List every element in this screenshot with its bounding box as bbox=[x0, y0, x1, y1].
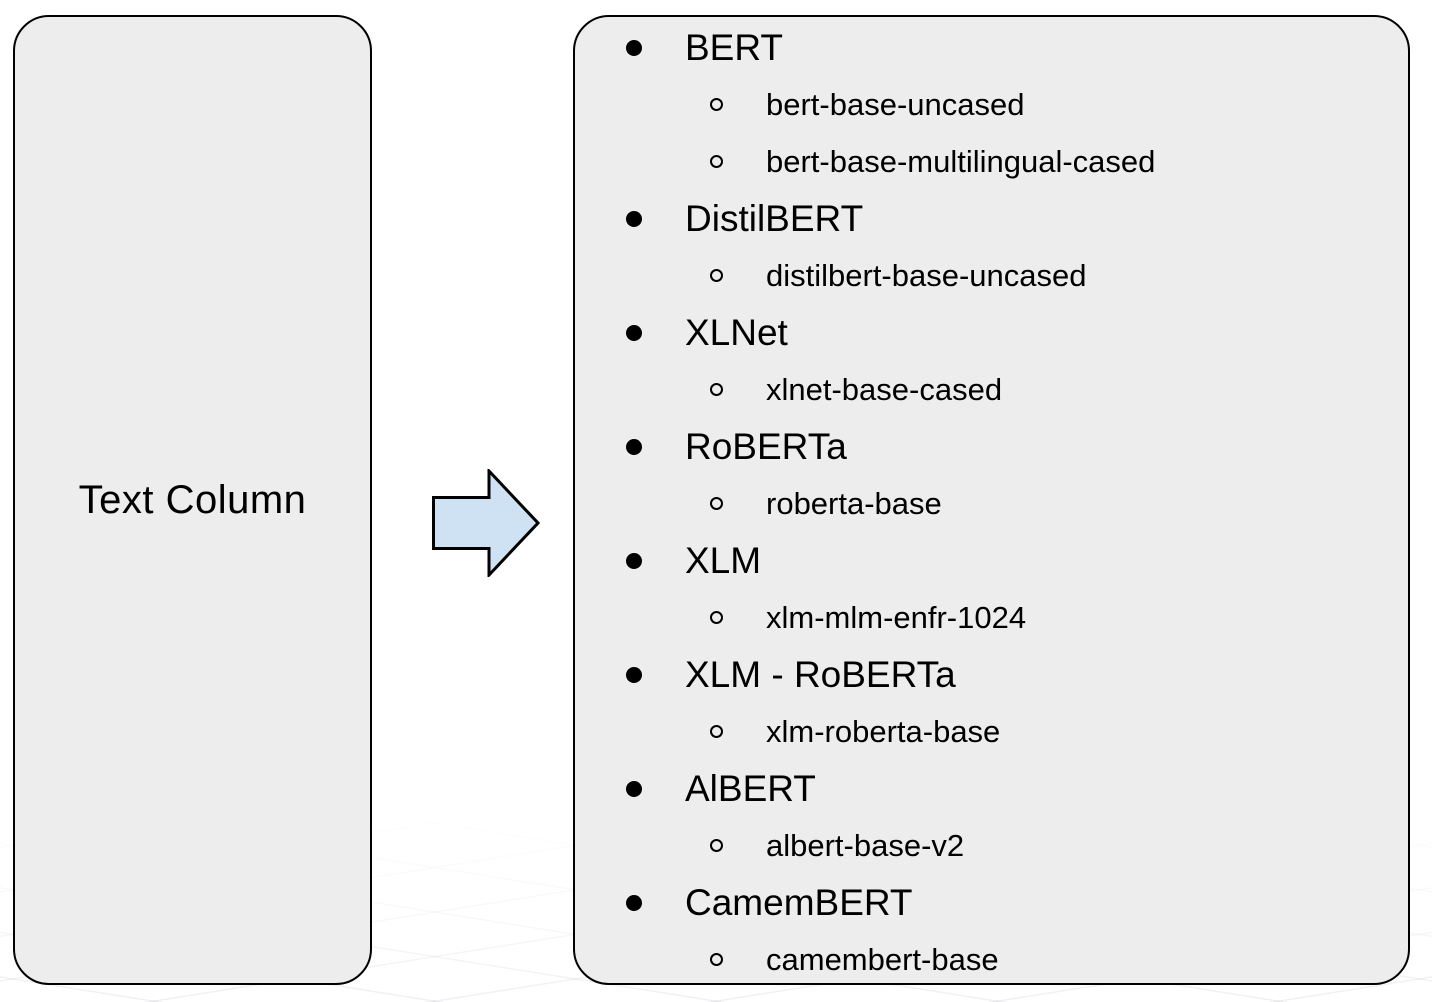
filled-bullet-icon bbox=[626, 210, 642, 227]
hollow-bullet-icon bbox=[710, 611, 723, 624]
filled-bullet-icon bbox=[626, 894, 642, 911]
model-checkpoint-item: camembert-base bbox=[575, 931, 1408, 983]
model-family-item: CamemBERT bbox=[575, 874, 1408, 931]
model-checkpoint-label: xlnet-base-cased bbox=[766, 371, 1003, 407]
models-box: BERT bert-base-uncased bert-base-multiling… bbox=[573, 15, 1410, 985]
model-checkpoint-label: roberta-base bbox=[766, 485, 942, 521]
filled-bullet-icon bbox=[626, 438, 642, 455]
filled-bullet-icon bbox=[626, 324, 642, 341]
filled-bullet-icon bbox=[626, 39, 642, 56]
hollow-bullet-icon bbox=[710, 953, 723, 966]
text-column-box: Text Column bbox=[13, 15, 372, 985]
model-family-item: RoBERTa bbox=[575, 418, 1408, 475]
model-family-item: XLM bbox=[575, 532, 1408, 589]
right-arrow-shape bbox=[432, 469, 540, 577]
filled-bullet-icon bbox=[626, 552, 642, 569]
model-family-label: CamemBERT bbox=[685, 881, 913, 923]
model-family-item: XLM - RoBERTa bbox=[575, 646, 1408, 703]
model-family-label: BERT bbox=[685, 26, 784, 68]
model-family-label: XLM - RoBERTa bbox=[685, 653, 956, 695]
model-family-item: DistilBERT bbox=[575, 190, 1408, 247]
model-family-item: AlBERT bbox=[575, 760, 1408, 817]
right-arrow-icon bbox=[432, 469, 540, 577]
model-checkpoint-label: xlm-mlm-enfr-1024 bbox=[766, 599, 1027, 635]
model-list: BERT bert-base-uncased bert-base-multiling… bbox=[575, 19, 1408, 983]
model-checkpoint-item: roberta-base bbox=[575, 475, 1408, 532]
model-checkpoint-item: xlm-mlm-enfr-1024 bbox=[575, 589, 1408, 646]
filled-bullet-icon bbox=[626, 780, 642, 797]
model-checkpoint-item: albert-base-v2 bbox=[575, 817, 1408, 874]
model-family-label: DistilBERT bbox=[685, 197, 864, 239]
hollow-bullet-icon bbox=[710, 155, 723, 168]
model-family-label: RoBERTa bbox=[685, 425, 847, 467]
model-family-item: BERT bbox=[575, 19, 1408, 76]
hollow-bullet-icon bbox=[710, 839, 723, 852]
hollow-bullet-icon bbox=[710, 497, 723, 510]
model-checkpoint-item: bert-base-multilingual-cased bbox=[575, 133, 1408, 190]
model-checkpoint-item: xlm-roberta-base bbox=[575, 703, 1408, 760]
model-checkpoint-label: xlm-roberta-base bbox=[766, 713, 1001, 749]
model-checkpoint-label: distilbert-base-uncased bbox=[766, 257, 1087, 293]
hollow-bullet-icon bbox=[710, 269, 723, 282]
filled-bullet-icon bbox=[626, 666, 642, 683]
model-checkpoint-item: bert-base-uncased bbox=[575, 76, 1408, 133]
model-family-label: XLM bbox=[685, 539, 762, 581]
model-checkpoint-item: xlnet-base-cased bbox=[575, 361, 1408, 418]
model-family-label: AlBERT bbox=[685, 767, 816, 809]
hollow-bullet-icon bbox=[710, 383, 723, 396]
text-column-label: Text Column bbox=[78, 477, 307, 522]
model-checkpoint-label: bert-base-multilingual-cased bbox=[766, 143, 1156, 179]
hollow-bullet-icon bbox=[710, 725, 723, 738]
model-checkpoint-item: distilbert-base-uncased bbox=[575, 247, 1408, 304]
model-family-item: XLNet bbox=[575, 304, 1408, 361]
model-checkpoint-label: bert-base-uncased bbox=[766, 86, 1025, 122]
model-checkpoint-label: albert-base-v2 bbox=[766, 827, 965, 863]
hollow-bullet-icon bbox=[710, 98, 723, 111]
model-checkpoint-label: camembert-base bbox=[766, 941, 999, 977]
model-family-label: XLNet bbox=[685, 311, 788, 353]
